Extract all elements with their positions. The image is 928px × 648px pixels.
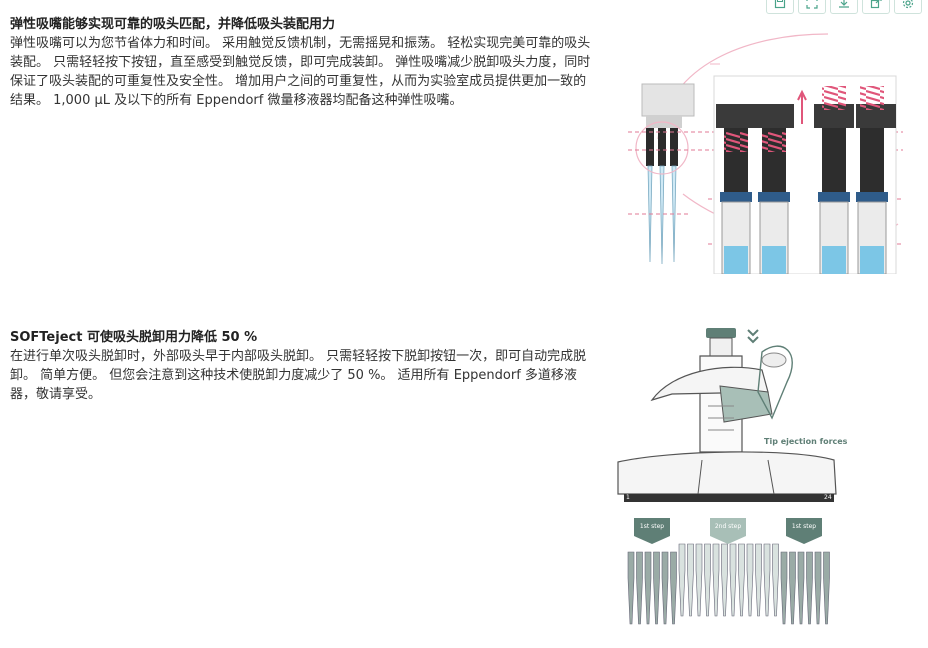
pipette-top-piece [650,328,793,453]
image-toolbar [766,0,922,14]
channel-end-label: 24 [824,494,832,501]
pipette-tip [695,543,703,617]
save-icon [774,0,786,9]
pipette-tip [687,543,694,617]
download-button[interactable] [830,0,858,14]
expand-button[interactable] [798,0,826,14]
elastic-tip-cone-illustration [628,33,903,274]
down-chevrons-icon [747,329,759,344]
pipette-tip [721,543,728,617]
pipette-tip [644,551,652,625]
up-arrow-icon [797,89,807,124]
section-title: SOFTeject 可使吸头脱卸用力降低 50 % [10,330,258,345]
section-softeject: SOFTeject 可使吸头脱卸用力降低 50 % 在进行单次吸头脱卸时，外部吸… [10,328,595,404]
pipette-tip [653,551,660,625]
pipette-tip [763,543,771,617]
pipette-tip [627,551,635,625]
download-icon [839,0,849,8]
pipette-tip [755,543,762,617]
pipette-tip [661,551,669,625]
multichannel-ejector-bar [617,451,837,502]
pipette-tip [814,551,822,625]
section-title: 弹性吸嘴能够实现可靠的吸头匹配，并降低吸头装配用力 [10,17,336,32]
channel-start-label: 1 [626,494,630,501]
section-body: 弹性吸嘴可以为您节省体力和时间。 采用触觉反馈机制，无需摇晃和振荡。 轻松实现完… [10,36,591,108]
step-markers [634,518,822,544]
section-elastic-tip-cone: 弹性吸嘴能够实现可靠的吸头匹配，并降低吸头装配用力 弹性吸嘴可以为您节省体力和时… [10,15,595,110]
pipette-tip [678,543,686,617]
section-body: 在进行单次吸头脱卸时，外部吸头早于内部吸头脱卸。 只需轻轻按下脱卸按钮一次，即可… [10,349,587,402]
pipette-tip [729,543,737,617]
pipette-tip [704,543,711,617]
pipette-tip [772,543,779,617]
detail-panel [713,75,897,274]
pipette-tip [670,551,677,625]
pipette-single-overview [635,83,695,265]
pipette-tip [780,551,788,625]
step-label-middle: 2nd step [715,523,742,530]
pipette-tip [806,551,813,625]
step-label-left: 1st step [640,523,664,530]
softeject-illustration: Tip ejection forces 1 24 1st step 2nd st… [617,328,848,625]
expand-icon [806,0,818,9]
pipette-tip [789,551,796,625]
save-button[interactable] [766,0,794,14]
settings-button[interactable] [894,0,922,14]
step-label-right: 1st step [792,523,816,530]
pipette-tip [823,551,830,625]
share-icon [870,0,882,9]
share-button[interactable] [862,0,890,14]
pipette-tip [712,543,720,617]
settings-icon [902,0,914,9]
pipette-tip [636,551,643,625]
pipette-tips [627,543,830,625]
pipette-tip [746,543,754,617]
pipette-tip [738,543,745,617]
tip-ejection-label: Tip ejection forces [764,437,848,446]
pipette-tip [797,551,805,625]
